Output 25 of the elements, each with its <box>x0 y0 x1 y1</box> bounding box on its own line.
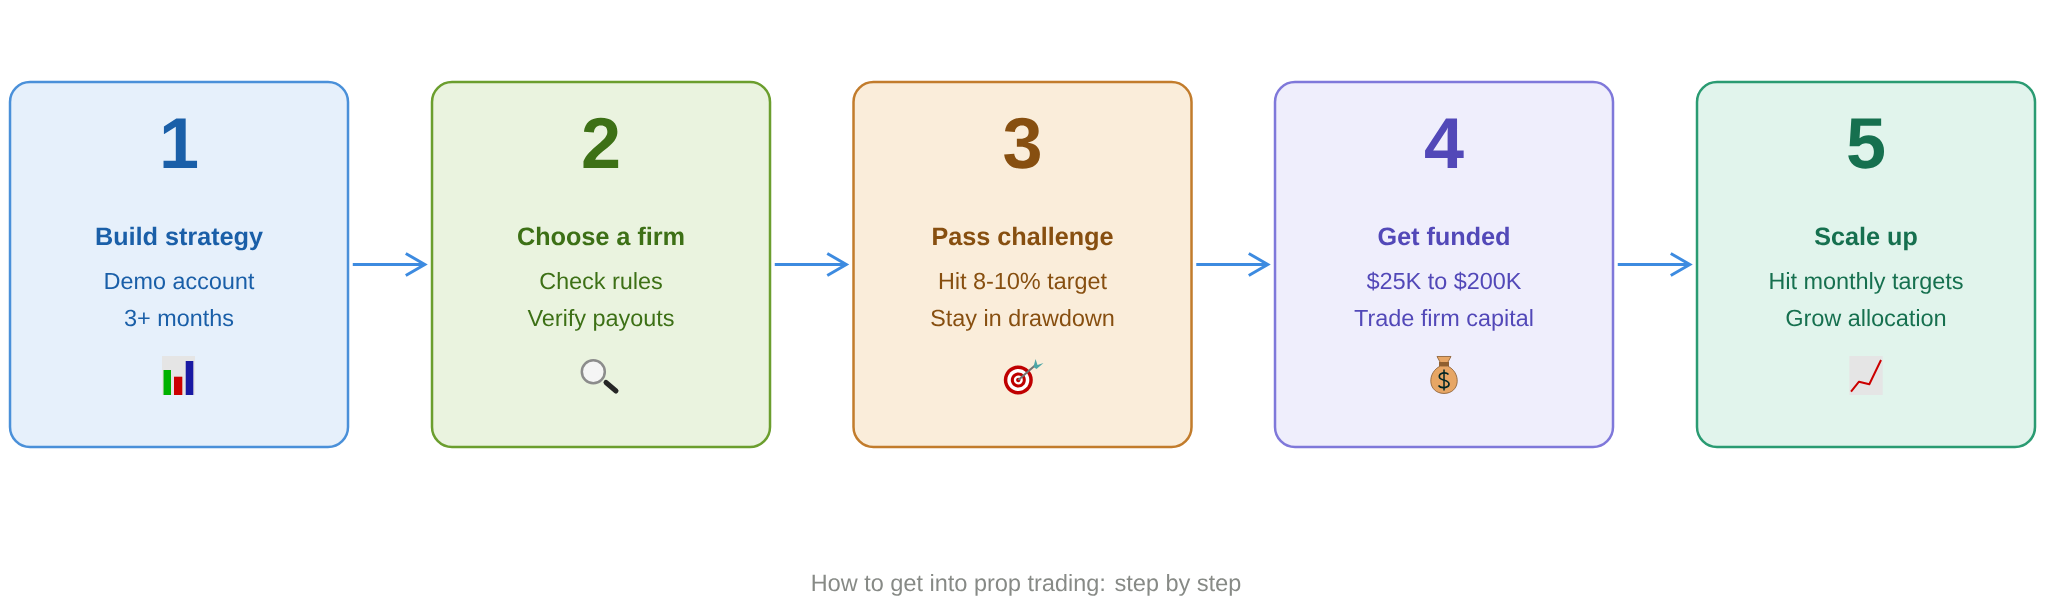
step-title: Pass challenge <box>933 226 1113 251</box>
step-text: Hit 8-10% target <box>939 272 1107 294</box>
step-text: Check rules <box>540 272 662 290</box>
step-title: Build strategy <box>96 226 263 251</box>
step-number: 1 <box>163 118 198 168</box>
step-text: Stay in drawdown <box>931 309 1114 331</box>
step-number: 3 <box>1004 117 1040 169</box>
step-title: Scale up <box>1814 226 1917 251</box>
step-text: 3+ months <box>124 309 234 327</box>
step-text: Verify payouts <box>527 309 674 331</box>
step-number: 5 <box>1848 118 1885 169</box>
step-text: Trade firm capital <box>1354 309 1533 331</box>
caption: How to get into prop trading: step by step <box>812 574 1241 596</box>
step-number: 2 <box>583 117 619 168</box>
arrow <box>1196 252 1271 277</box>
arrow <box>1617 252 1693 277</box>
step-text: Demo account <box>105 272 255 290</box>
arrow <box>352 252 428 277</box>
step-title: Choose a firm <box>518 226 684 246</box>
arrow <box>774 252 850 277</box>
step-title: Get funded <box>1378 226 1509 246</box>
step-number: 4 <box>1425 118 1464 168</box>
step-text: $25K to $200K <box>1366 271 1522 291</box>
step-text: Grow allocation <box>1786 309 1946 327</box>
step-text: Hit monthly targets <box>1770 272 1963 294</box>
